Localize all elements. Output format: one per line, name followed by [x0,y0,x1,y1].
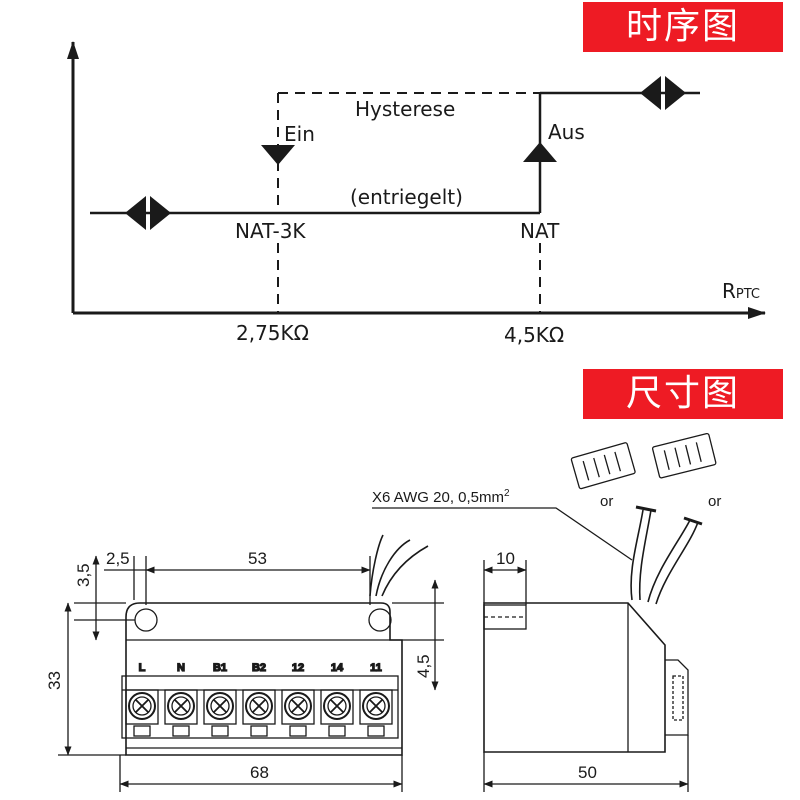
lead-wire [655,521,699,605]
terminal-housing [281,689,315,725]
terminal-label: L [139,662,146,674]
terminal-screw-slot [330,699,344,713]
dim-hole-height-text: 3,5 [74,563,93,587]
x-axis-label-sub: PTC [736,287,760,302]
terminal-clamp [211,725,229,737]
front-view: L N B1 B2 12 14 11 [58,534,444,792]
terminal-clamp [133,725,151,737]
unlatched-label: (entriegelt) [350,185,463,209]
side-body-outline [483,602,666,753]
terminal-clamp [328,725,346,737]
terminal-screw-slot [252,699,266,713]
terminal-screw-slot [174,699,188,713]
terminal-screw-icon [245,692,273,720]
terminal-screw-head [366,696,386,716]
terminal-label: 12 [292,662,304,674]
terminal-screw-icon [362,692,390,720]
connector-plug-icon [570,442,636,490]
lead-wire [630,509,644,601]
wire-spec-main: X6 AWG 20, 0,5mm [372,489,504,506]
terminal-housing [320,689,354,725]
bidirectional-arrow-icon [640,76,686,110]
lead-wire [375,539,411,597]
terminal-label: N [177,662,185,674]
terminal-screw-head [249,696,269,716]
terminal-block [121,675,399,739]
terminal-clamp [172,725,190,737]
terminal-screw-slot [369,699,383,713]
threshold-high-label: NAT [520,219,560,243]
tick-label-high: 4,5KΩ [504,323,564,347]
front-body-outline [125,602,403,756]
terminal-screws: L N B1 B2 12 14 11 [125,661,393,737]
or-label-left: or [600,493,613,510]
lead-wire [369,534,384,597]
terminal-screw-head [288,696,308,716]
wire-spec-text: X6 AWG 20, 0,5mm2 [372,488,510,506]
terminal-clamp [250,725,268,737]
dim-width-text: 68 [250,763,269,782]
mounting-hole-left [134,608,158,632]
terminal-screw-head [171,696,191,716]
lead-wire [638,509,652,601]
lead-wire [647,519,691,603]
mounting-hole-right [368,608,392,632]
terminal-housing [203,689,237,725]
hysteresis-label: Hysterese [355,97,455,121]
terminal-screw-icon [128,692,156,720]
timing-diagram [67,41,766,319]
terminal-clamp [367,725,385,737]
terminal-clamp [289,725,307,737]
threshold-low-label: NAT-3K [235,219,306,243]
terminal-screw-head [132,696,152,716]
connector-plug-icon [651,432,717,479]
terminal-screw-head [210,696,230,716]
terminal-screw-head [327,696,347,716]
tick-label-low: 2,75KΩ [236,321,309,345]
terminal-label: 14 [331,662,344,674]
off-label: Aus [548,120,585,144]
dimension-drawing: L N B1 B2 12 14 11 [58,432,717,792]
wire-sleeve [683,516,703,526]
up-arrow-icon [523,142,557,162]
dim-lead-text: 4,5 [414,654,433,678]
terminal-housing [242,689,276,725]
terminal-housing [164,689,198,725]
x-axis-label-main: R [722,279,736,303]
side-terminal-cover [665,659,689,736]
wire-spec-sup: 2 [504,488,510,499]
dim-hole-spacing-text: 53 [248,549,267,568]
terminal-label: 11 [370,662,382,674]
terminal-screw-slot [213,699,227,713]
terminal-screw-slot [135,699,149,713]
dim-side-small-text: 10 [496,549,515,568]
terminal-screw-slot [291,699,305,713]
dim-hole-offset-text: 2,5 [106,549,130,568]
dim-height-text: 33 [45,671,64,690]
dim-depth-text: 50 [578,763,597,782]
terminal-housing [359,689,393,725]
dimension-drawing-banner: 尺寸图 [583,369,783,419]
on-label: Ein [284,122,315,146]
bidirectional-arrow-icon [125,196,171,230]
terminal-label: B1 [213,662,227,674]
terminal-screw-icon [167,692,195,720]
lead-wire [381,545,429,597]
terminal-housing [125,689,159,725]
or-label-right: or [708,493,721,510]
side-terminal-detail [672,675,684,721]
side-view [483,432,717,792]
terminal-screw-icon [284,692,312,720]
wire-spec-leader [372,507,633,561]
terminal-screw-icon [323,692,351,720]
terminal-screw-icon [206,692,234,720]
wire-sleeve [635,505,657,513]
down-arrow-icon [261,145,295,165]
timing-diagram-banner: 时序图 [583,2,783,52]
x-axis-label: RPTC [722,279,760,303]
terminal-label: B2 [252,662,266,674]
